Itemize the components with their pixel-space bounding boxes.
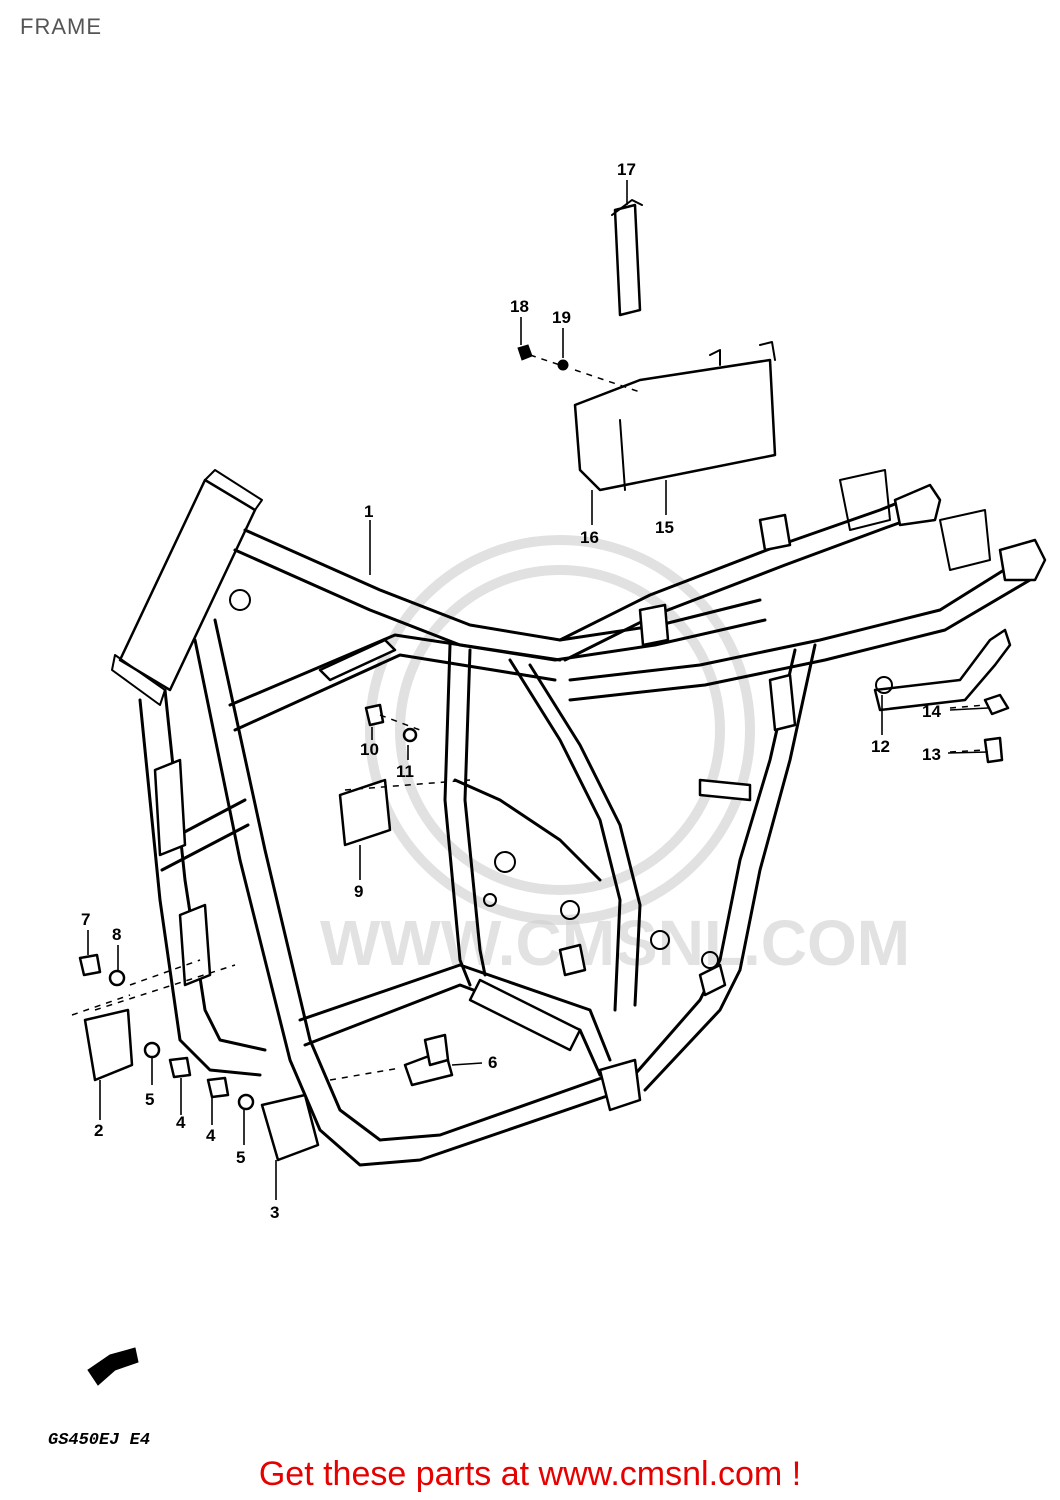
watermark-text: WWW.CMSNL.COM [320,907,910,979]
footrest-bracket [873,628,1012,712]
callout-18: 18 [510,297,529,316]
callout-14: 14 [922,702,941,721]
page-title: FRAME [20,14,102,39]
callout-13: 13 [922,745,941,764]
model-code: GS450EJ E4 [48,1431,151,1450]
callout-2: 2 [94,1121,103,1140]
callout-5a: 5 [145,1090,154,1109]
assembly-lines [71,354,986,1081]
small-parts [78,199,1010,1386]
callout-11: 11 [396,762,414,781]
callout-3: 3 [270,1203,279,1222]
callout-17: 17 [617,160,636,179]
callout-9: 9 [354,882,363,901]
callout-5b: 5 [236,1148,245,1167]
callout-4a: 4 [176,1113,186,1132]
steering-head [111,469,263,706]
callout-15: 15 [655,518,674,537]
callout-8: 8 [112,925,121,944]
callout-7: 7 [81,910,90,929]
callout-10: 10 [360,740,379,759]
frame-body [138,469,1047,1167]
callout-6: 6 [488,1053,497,1072]
leader-lines [87,180,989,1200]
callouts: 17 18 19 1 16 15 10 11 9 12 14 13 7 8 6 … [81,160,941,1222]
callout-19: 19 [552,308,571,327]
footer-link-text[interactable]: Get these parts at www.cmsnl.com ! [258,1455,802,1493]
callout-12: 12 [871,737,890,756]
watermark: WWW.CMSNL.COM [320,535,910,979]
callout-4b: 4 [206,1126,216,1145]
callout-1: 1 [364,502,373,521]
callout-16: 16 [580,528,599,547]
